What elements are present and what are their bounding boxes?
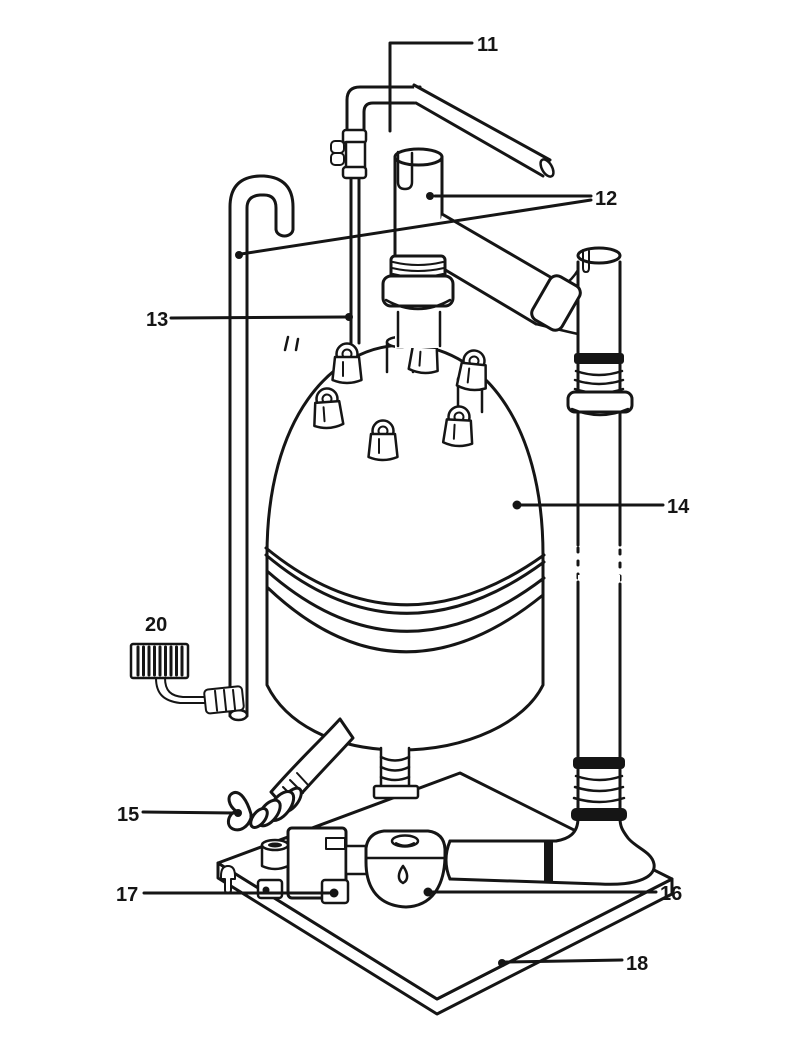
riser-coupling [381, 254, 455, 348]
dome-fitting [367, 419, 399, 462]
clamp-band [573, 757, 625, 769]
callout-13: 13 [146, 309, 353, 331]
dome-fitting [455, 347, 491, 393]
clamp-band [571, 808, 627, 821]
pipe-elbow [554, 816, 580, 843]
leader-dot [234, 809, 242, 817]
callout-label: 11 [477, 34, 498, 56]
tank-outlet-nipple [372, 745, 420, 800]
callout-label: 13 [146, 309, 168, 331]
leader-line [169, 315, 348, 320]
clamp-band [574, 353, 624, 364]
branch-collar [530, 274, 582, 332]
riser-flange [381, 274, 455, 308]
gauge-fitting [330, 128, 368, 180]
leader-line [504, 958, 624, 964]
callouts: 11 12 13 14 15 16 [116, 34, 690, 975]
motor-foot [256, 878, 284, 900]
leader-dot [498, 959, 506, 967]
callout-11: 11 [388, 34, 498, 133]
tank-body [265, 343, 545, 752]
callout-18: 18 [498, 953, 648, 975]
callout-label: 17 [116, 884, 138, 906]
pump-drain-hole [397, 864, 409, 885]
leader-line [388, 41, 474, 133]
pump-assembly [220, 826, 447, 909]
callout-14: 14 [512, 496, 690, 518]
inlet-stub [260, 838, 290, 871]
leader-dot [345, 313, 353, 321]
pipe-flange [566, 390, 634, 414]
vent-elbow [345, 85, 422, 134]
callout-15: 15 [117, 804, 242, 826]
leader-line [239, 198, 593, 256]
hose-clamp-tick [544, 841, 553, 883]
vent-diagonal-pipe [412, 83, 555, 178]
tank-seams [264, 546, 546, 654]
leader-dot [423, 887, 433, 897]
leader-dot [426, 192, 434, 200]
pump-head [364, 829, 447, 909]
element-lead [155, 677, 207, 704]
callout-17: 17 [116, 884, 339, 906]
leader-dot [329, 888, 339, 898]
callout-16: 16 [423, 883, 682, 905]
drain-valve [227, 786, 303, 832]
element-lead [164, 677, 207, 698]
callout-label: 12 [595, 188, 617, 210]
overflow-hook-pipe [228, 174, 295, 722]
callout-label: 20 [145, 614, 167, 636]
callout-label: 14 [667, 496, 690, 518]
leader-line [141, 810, 236, 815]
callout-12: 12 [235, 188, 617, 259]
heater-element [129, 642, 245, 715]
callout-label: 16 [660, 883, 682, 905]
dome-fitting [331, 342, 363, 385]
leader-dot [512, 500, 522, 510]
branch-pipe [430, 212, 582, 332]
element-connector [203, 685, 245, 715]
riser-assembly [330, 83, 582, 348]
tank [264, 331, 546, 800]
pipe-slot [396, 150, 414, 191]
pipe-slot [582, 249, 590, 273]
callout-label: 15 [117, 804, 139, 826]
leader-dot [235, 251, 243, 259]
callout-20: 20 [145, 614, 167, 636]
callout-label: 18 [626, 953, 648, 975]
drain-line [227, 717, 355, 832]
